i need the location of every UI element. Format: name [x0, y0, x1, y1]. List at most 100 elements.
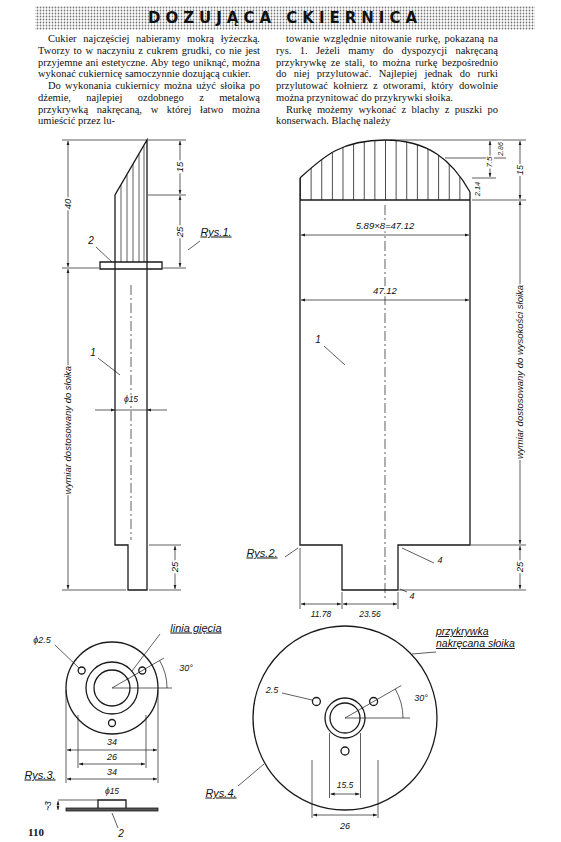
dimension-lines-stroke	[158, 690, 159, 783]
body-paragraph: Rurkę możemy wykonać z blachy z puszki p…	[276, 104, 498, 128]
dimension: 11.78	[310, 610, 333, 619]
sheet-development	[300, 140, 470, 600]
figure-label: Rys.1.	[199, 227, 232, 238]
dimension: ϕ2.5	[32, 636, 52, 645]
note: linia gięcia	[169, 623, 222, 634]
leader-line-stroke	[238, 764, 264, 786]
dimension-lines-stroke	[329, 733, 330, 798]
figure-label: Rys.2.	[245, 548, 278, 559]
jar-lid-stroke	[345, 686, 401, 719]
leader-line-stroke	[98, 358, 120, 375]
leader-line-stroke	[96, 247, 112, 262]
sheet-development-stroke	[300, 178, 470, 590]
dimension: ~3	[44, 800, 53, 812]
dimension-lines-stroke	[360, 733, 361, 798]
dimension-lines-stroke	[67, 750, 157, 751]
collar-plan-stroke	[78, 667, 85, 674]
leader-line	[285, 346, 434, 592]
dimension-lines-stroke	[148, 195, 186, 196]
leader-line-stroke	[55, 645, 79, 668]
tube-drawing-stroke	[127, 175, 128, 262]
collar-plan-stroke	[112, 688, 172, 689]
dimension: ϕ15	[123, 395, 139, 404]
dimension: 34	[106, 738, 118, 747]
dimension-lines	[66, 690, 158, 783]
tube-drawing	[100, 140, 162, 590]
leader-line-stroke	[188, 241, 200, 250]
dimension-lines-stroke	[399, 590, 526, 591]
dimension-lines-stroke	[79, 764, 145, 765]
dimension-lines-stroke	[472, 178, 496, 179]
dimension-lines-stroke	[146, 715, 147, 768]
dimension: 40	[63, 198, 73, 211]
dimension: 34	[106, 768, 118, 777]
sheet-development-stroke	[385, 205, 386, 600]
leader-line	[238, 652, 436, 786]
tube-drawing-stroke	[131, 285, 132, 540]
leader-line-stroke	[112, 813, 118, 828]
dimension: 2.14	[474, 181, 482, 198]
dimension-lines-stroke	[342, 592, 343, 609]
dimension-lines-stroke	[301, 235, 469, 236]
leader-line-stroke	[400, 589, 407, 592]
collar-plan-stroke	[109, 720, 116, 727]
body-paragraph: Do wykonania cukiernicy można użyć słoik…	[38, 80, 260, 127]
collar-section-stroke	[66, 808, 158, 811]
dimension-lines-stroke	[390, 140, 526, 141]
jar-lid-stroke	[341, 747, 349, 755]
dimension-lines	[300, 140, 526, 609]
dimension-lines-stroke	[62, 590, 126, 591]
tube-drawing-stroke	[100, 262, 162, 269]
text-column: Cukier najczęściej nabieramy mokrą łyżec…	[38, 33, 260, 127]
leader-line	[55, 634, 160, 828]
angle-dimension: 30°	[413, 694, 429, 703]
leader-line-stroke	[285, 548, 298, 557]
sheet-development-stroke	[300, 140, 470, 192]
dimension: 25	[170, 561, 180, 574]
dimension: 2.86	[497, 141, 504, 157]
figure-label: Rys.4.	[204, 788, 237, 799]
dimension-lines-stroke	[95, 410, 115, 411]
dimension-lines-stroke	[398, 592, 399, 609]
body-paragraph: Cukier najczęściej nabieramy mokrą łyżec…	[38, 33, 260, 80]
dimension-lines-stroke	[62, 268, 99, 269]
collar-plan	[66, 642, 172, 734]
body-paragraph: towanie względnie nitowanie rurkę, pokaz…	[276, 33, 498, 104]
dimension-lines-stroke	[301, 604, 341, 605]
dimension-lines	[312, 733, 378, 818]
dimension-lines-stroke	[378, 760, 379, 818]
dimension-lines-stroke	[301, 300, 469, 301]
collar-section-stroke	[98, 800, 126, 808]
page-number: 110	[27, 827, 45, 838]
dimension-lines-stroke	[312, 760, 313, 818]
tube-drawing-stroke	[144, 146, 145, 262]
dimension-lines-stroke	[115, 410, 147, 411]
tube-drawing-stroke	[115, 140, 147, 590]
jar-lid-stroke	[345, 718, 410, 719]
collar-section-stroke	[58, 801, 59, 810]
dimension-lines	[62, 140, 186, 590]
angle-dimension: 30°	[178, 664, 194, 673]
dimension-lines-stroke	[147, 410, 167, 411]
sheet-development-stroke	[300, 199, 470, 200]
leader-line-stroke	[402, 548, 434, 563]
tube-drawing-stroke	[139, 154, 140, 262]
dimension-lines-stroke	[67, 779, 157, 780]
leader-line-stroke	[132, 634, 160, 671]
leader-line-stroke	[282, 693, 312, 700]
callout-number: 1	[89, 348, 97, 358]
jar-lid	[253, 626, 437, 810]
dimension-lines-stroke	[149, 545, 181, 546]
dimension-lines-stroke	[313, 815, 377, 816]
dimension-lines-stroke	[343, 604, 397, 605]
text-column: towanie względnie nitowanie rurkę, pokaz…	[276, 33, 498, 127]
dimension: 15	[516, 164, 525, 176]
dimension-lines-stroke	[471, 545, 526, 546]
collar-section-stroke	[58, 800, 98, 801]
collar-section	[58, 800, 158, 811]
dimension: 4	[408, 592, 415, 601]
dimension: 2.5	[265, 686, 280, 695]
article-title: DOZUJĄCA CKIERNICA	[148, 9, 422, 27]
dimension: 4	[436, 556, 443, 565]
